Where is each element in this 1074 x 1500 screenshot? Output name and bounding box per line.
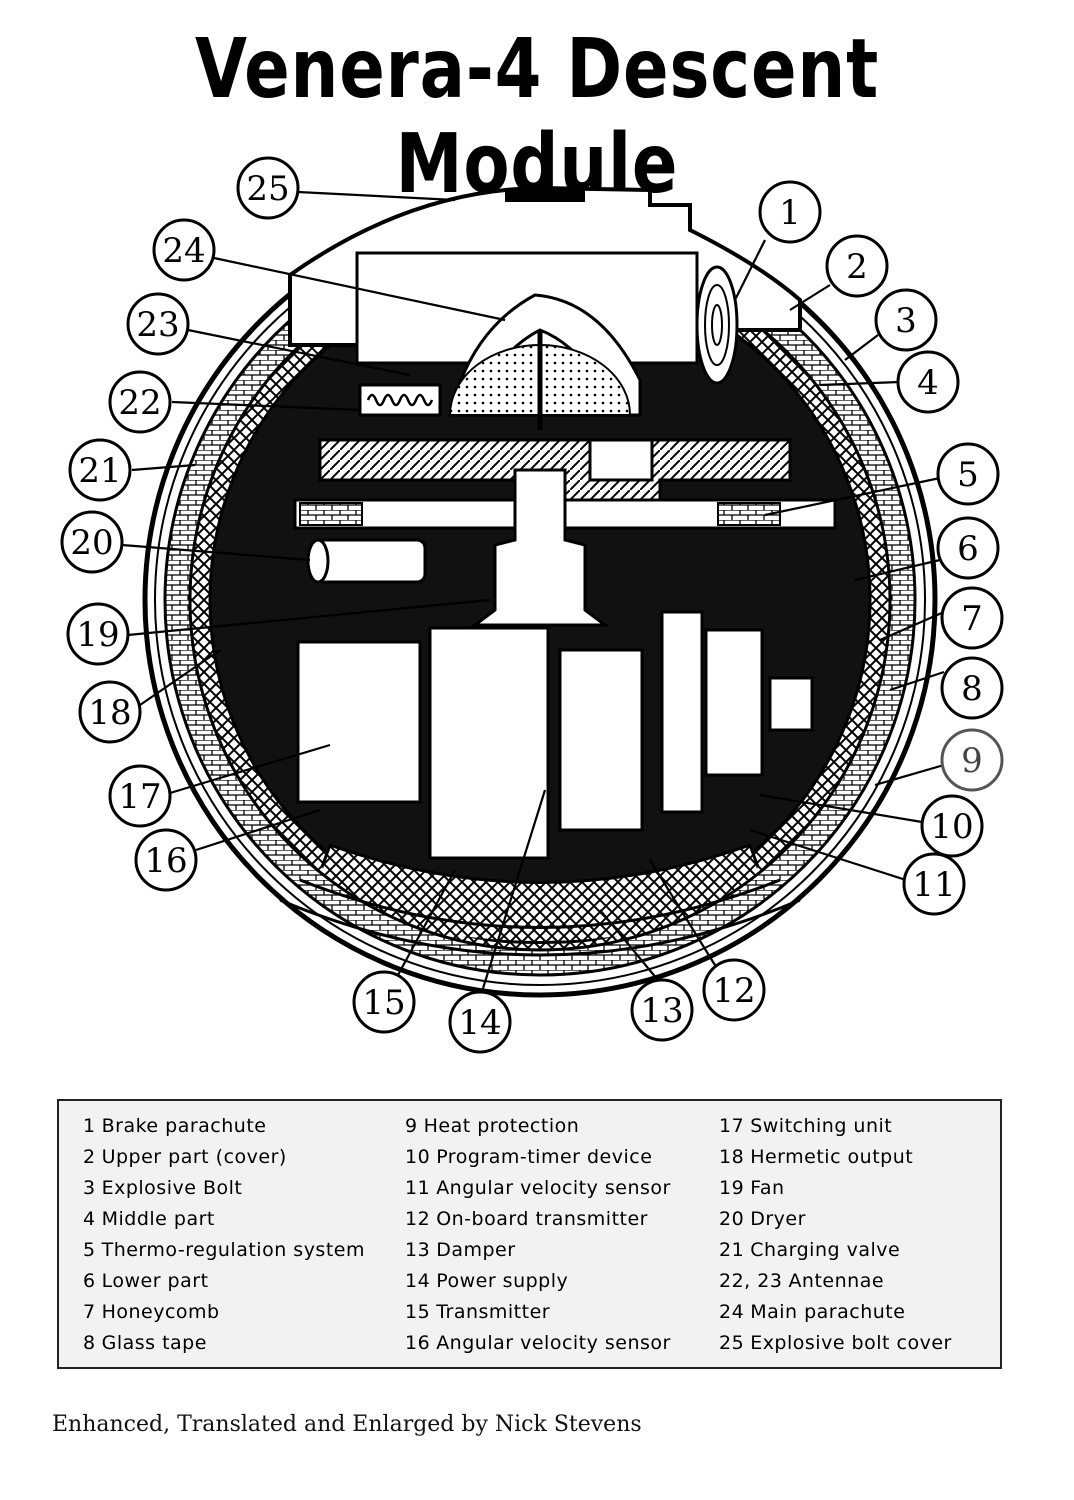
callout-21: 21 [68, 438, 132, 502]
callout-17: 17 [108, 764, 172, 828]
svg-text:4: 4 [917, 363, 939, 403]
callout-20: 20 [60, 510, 124, 574]
callout-24: 24 [152, 218, 216, 282]
svg-text:18: 18 [88, 693, 131, 733]
svg-text:24: 24 [162, 231, 205, 271]
callouts: 1 2 3 4 5 6 7 8 9 10 11 12 13 14 15 16 1… [60, 156, 1004, 1054]
svg-text:1: 1 [779, 193, 801, 233]
callout-23: 23 [126, 292, 190, 356]
svg-text:3: 3 [895, 301, 917, 341]
callout-7: 7 [940, 586, 1004, 650]
credit-line: Enhanced, Translated and Enlarged by Nic… [52, 1412, 642, 1437]
callout-3: 3 [874, 288, 938, 352]
svg-text:13: 13 [640, 991, 683, 1031]
brake-parachute [695, 265, 739, 385]
svg-text:21: 21 [78, 451, 121, 491]
callout-4: 4 [896, 350, 960, 414]
svg-text:15: 15 [362, 983, 405, 1023]
callout-1: 1 [758, 180, 822, 244]
svg-text:6: 6 [957, 529, 979, 569]
callout-14: 14 [448, 990, 512, 1054]
callout-12: 12 [702, 958, 766, 1022]
callout-5: 5 [936, 442, 1000, 506]
svg-text:8: 8 [961, 669, 983, 709]
descent-module-cutaway: 1 2 3 4 5 6 7 8 9 10 11 12 13 14 15 16 1… [60, 156, 1004, 1054]
central-column [470, 468, 610, 627]
onboard-transmitter [660, 610, 814, 814]
diagram-title: Venera-4 Descent Module [194, 22, 880, 212]
callout-19: 19 [66, 602, 130, 666]
callout-25: 25 [236, 156, 300, 220]
svg-text:2: 2 [846, 247, 868, 287]
callout-6: 6 [936, 516, 1000, 580]
svg-text:7: 7 [961, 599, 983, 639]
leader-lines [121, 190, 945, 999]
svg-text:20: 20 [70, 523, 113, 563]
svg-text:12: 12 [712, 971, 755, 1011]
callout-16: 16 [134, 828, 198, 892]
svg-text:22: 22 [118, 383, 161, 423]
svg-text:9: 9 [961, 741, 983, 781]
svg-text:17: 17 [118, 777, 161, 817]
svg-text:5: 5 [957, 455, 979, 495]
svg-text:19: 19 [76, 615, 119, 655]
power-supply [428, 626, 644, 860]
svg-text:23: 23 [136, 305, 179, 345]
callout-15: 15 [352, 970, 416, 1034]
callout-13: 13 [630, 978, 694, 1042]
svg-text:25: 25 [246, 169, 289, 209]
svg-text:11: 11 [912, 865, 955, 905]
callout-22: 22 [108, 370, 172, 434]
callout-11: 11 [902, 852, 966, 916]
antenna-spring [358, 383, 442, 417]
callout-10: 10 [920, 794, 984, 858]
callout-18: 18 [78, 680, 142, 744]
svg-text:14: 14 [458, 1003, 501, 1043]
callout-9: 9 [940, 728, 1004, 792]
main-parachute [448, 293, 642, 430]
callout-8: 8 [940, 656, 1004, 720]
callout-2: 2 [825, 234, 889, 298]
explosive-bolt-cover [505, 188, 585, 202]
svg-text:10: 10 [930, 807, 973, 847]
dryer [306, 538, 427, 584]
svg-text:16: 16 [144, 841, 187, 881]
switching-unit [296, 640, 422, 804]
